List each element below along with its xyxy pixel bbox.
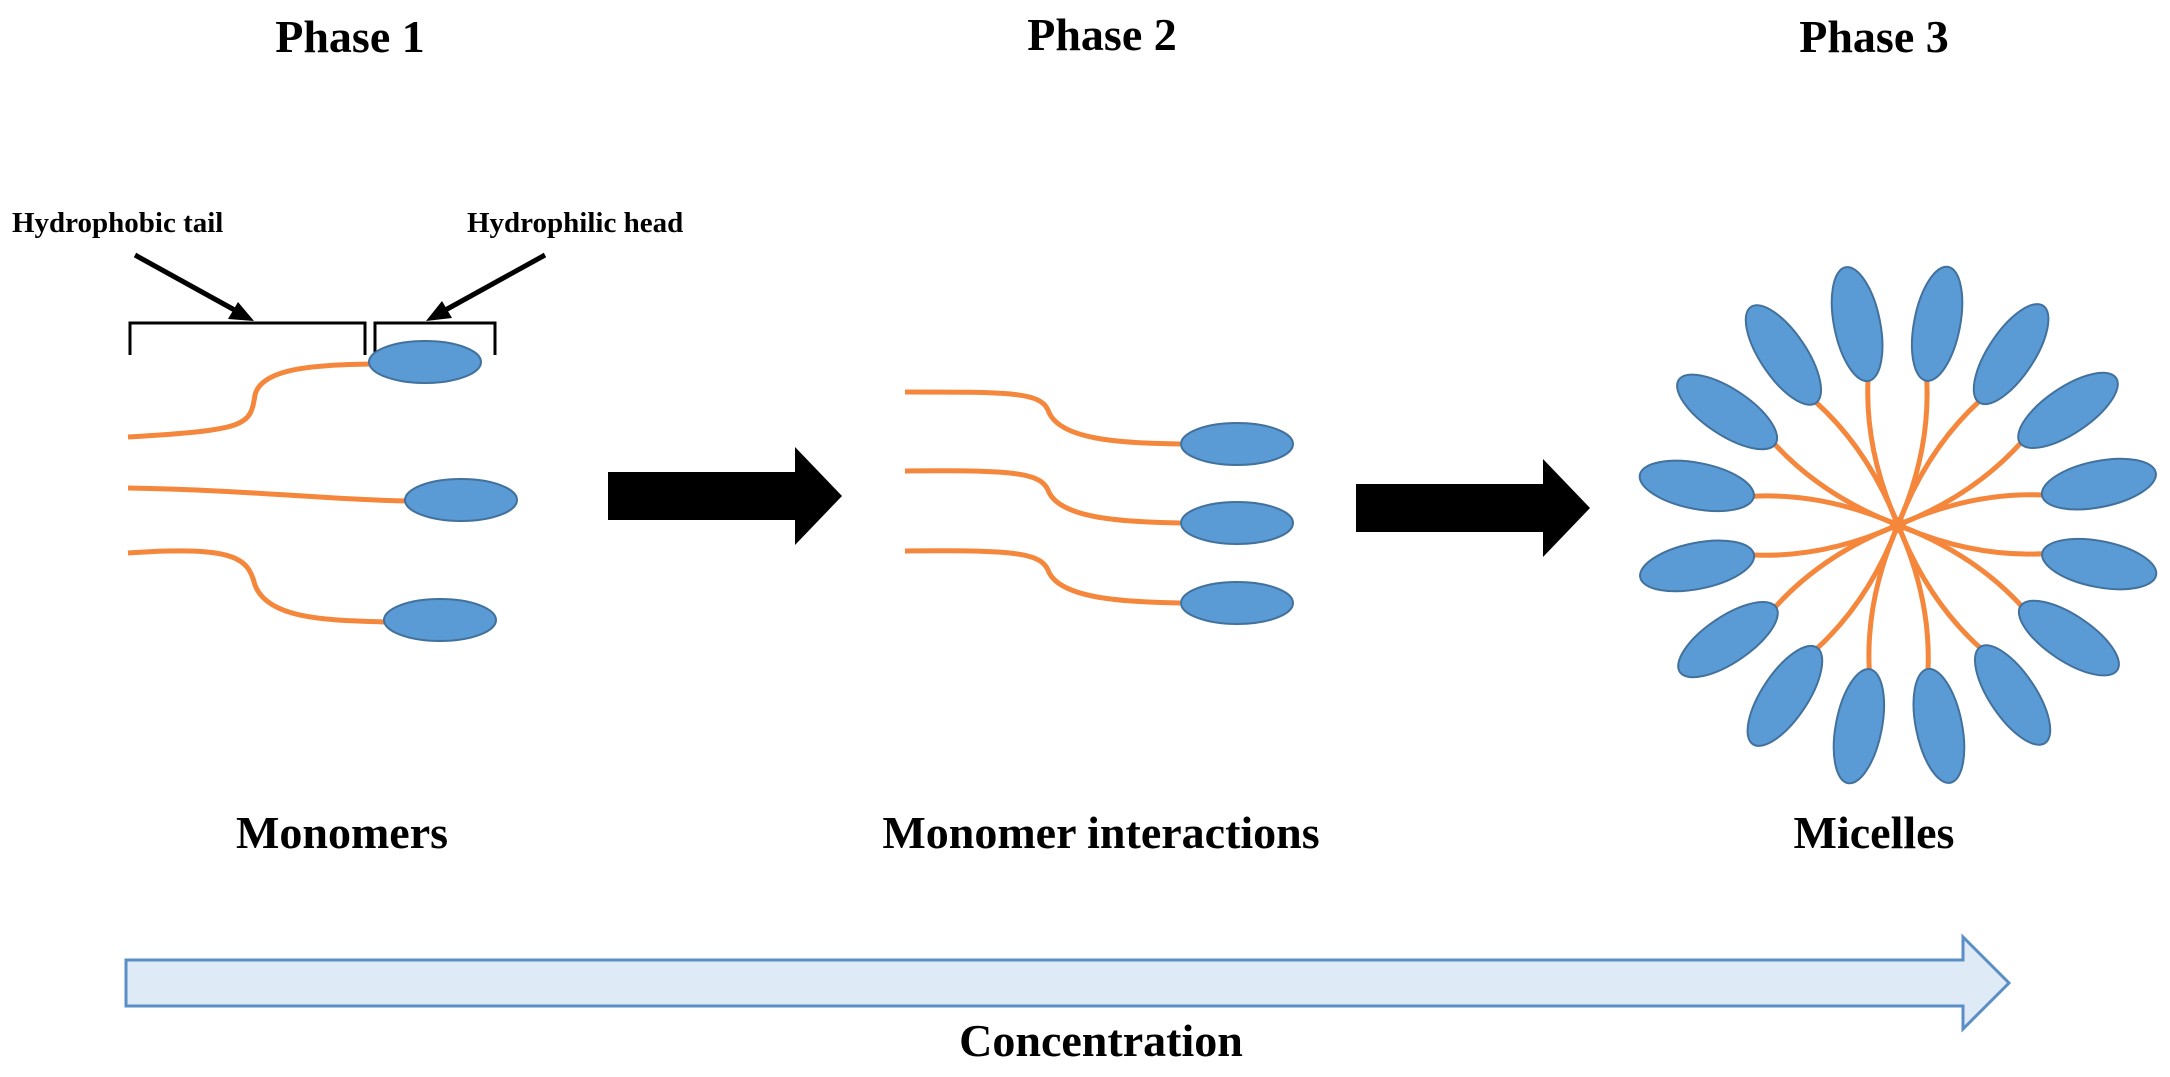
hydrophilic-head xyxy=(1830,266,1884,383)
micelle xyxy=(1638,265,2158,785)
transition-arrow-2 xyxy=(1356,459,1590,557)
hydrophilic-head xyxy=(404,478,518,522)
hydrophobic-tail xyxy=(904,468,1181,526)
phase-3-title: Phase 3 xyxy=(1799,11,1949,62)
hydrophilic-head xyxy=(368,340,482,384)
hydrophobic-tail xyxy=(127,361,373,440)
hydrophilic-head xyxy=(1639,539,1756,593)
hydrophobic-tail xyxy=(904,389,1181,447)
hydrophobic-tail xyxy=(1896,522,2046,557)
hydrophobic-tail xyxy=(127,548,386,625)
hydrophilic-head xyxy=(1180,422,1294,466)
hydrophilic-head xyxy=(1180,501,1294,545)
monomer xyxy=(904,389,1294,466)
hydrophobic-tail xyxy=(1750,493,1900,528)
hydrophilic-head xyxy=(1910,265,1964,382)
micelle-core xyxy=(1890,517,1906,533)
phase-1-caption: Monomers xyxy=(236,807,448,858)
hydrophobic-tail xyxy=(1813,524,1901,652)
hydrophobic-tail xyxy=(1771,440,1899,528)
micelle-monomer xyxy=(1895,523,1966,784)
monomer xyxy=(127,478,518,522)
monomer xyxy=(904,548,1294,625)
hydrophilic-head xyxy=(2040,457,2157,511)
head-pointer-arrow xyxy=(426,252,547,321)
hydrophilic-head xyxy=(1180,581,1294,625)
phase-2-title: Phase 2 xyxy=(1027,9,1177,60)
micelle-monomer xyxy=(1676,373,1899,528)
monomer xyxy=(904,468,1294,545)
hydrophilic-head xyxy=(1832,668,1886,785)
concentration-label: Concentration xyxy=(959,1015,1243,1066)
tail-bracket xyxy=(128,321,367,355)
hydrophobic-tail xyxy=(904,548,1181,606)
micelle-monomer xyxy=(1896,457,2157,528)
hydrophobic-tail xyxy=(1895,398,1983,526)
hydrophilic-head xyxy=(2017,371,2119,450)
monomer xyxy=(127,548,497,642)
phase-2-caption: Monomer interactions xyxy=(882,807,1319,858)
micelle-monomer xyxy=(1897,522,2120,677)
hydrophobic-tail xyxy=(1865,377,1901,527)
hydrophobic-tail xyxy=(1866,523,1901,673)
hydrophobic-tail xyxy=(1897,522,2025,610)
hydrophilic-head xyxy=(2041,537,2158,591)
hydrophilic-head xyxy=(1638,459,1755,513)
micelle-monomer xyxy=(1895,265,1964,527)
hydrophilic-head xyxy=(383,598,497,642)
hydrophilic-head xyxy=(1676,373,1779,451)
hydrophilic-head-label: Hydrophilic head xyxy=(467,207,683,239)
hydrophilic-head xyxy=(2017,599,2120,677)
hydrophilic-head xyxy=(1746,644,1824,747)
hydrophobic-tail-label: Hydrophobic tail xyxy=(12,207,223,239)
hydrophobic-tail xyxy=(1895,523,1931,673)
phase-1-monomers xyxy=(127,340,518,642)
monomer xyxy=(127,340,482,440)
tail-pointer-arrow xyxy=(133,252,254,321)
hydrophobic-tail xyxy=(127,485,409,504)
micelle-monomer xyxy=(1746,524,1901,747)
transition-arrow-1 xyxy=(608,447,842,545)
micelle-monomer xyxy=(1896,522,2158,591)
hydrophobic-tail xyxy=(1896,492,2046,528)
phase-2-monomers xyxy=(904,389,1294,625)
hydrophilic-head xyxy=(1972,303,2050,406)
hydrophilic-head xyxy=(1677,600,1779,679)
hydrophilic-head xyxy=(1912,667,1966,784)
micelle-monomer xyxy=(1832,523,1901,785)
concentration-arrow xyxy=(124,933,2012,1033)
phase-1-title: Phase 1 xyxy=(275,11,425,62)
hydrophilic-head xyxy=(1744,304,1823,406)
micelle-monomer xyxy=(1638,459,1900,528)
hydrophobic-tail xyxy=(1895,377,1930,527)
hydrophobic-tail xyxy=(1750,522,1900,558)
micelle-monomer xyxy=(1830,266,1901,527)
micelle-monomer xyxy=(1639,522,1900,593)
phase-3-caption: Micelles xyxy=(1794,807,1955,858)
head-bracket xyxy=(373,321,497,355)
micelle-monomer xyxy=(1895,303,2050,526)
hydrophilic-head xyxy=(1973,644,2052,746)
